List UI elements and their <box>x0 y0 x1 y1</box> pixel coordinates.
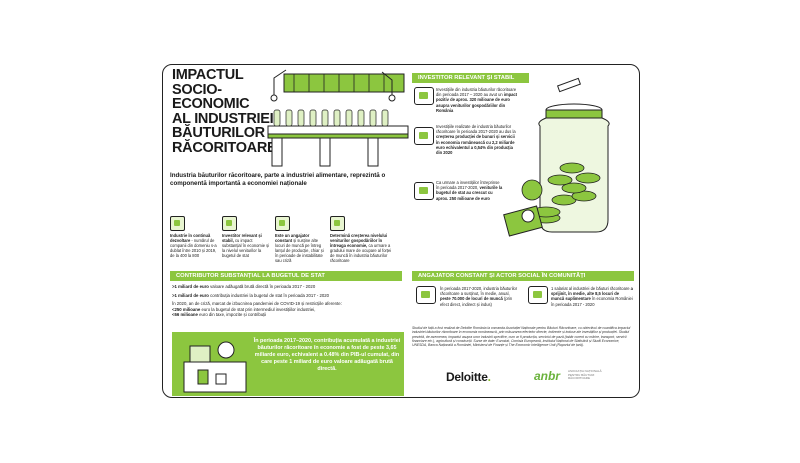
employer-text: În perioada 2017-2020, industria băuturi… <box>440 286 518 297</box>
house-money-icon <box>414 87 434 105</box>
feature-lead: Este un angajator constant <box>275 233 310 243</box>
feature-lead: Investitor relevant și stabil, <box>222 233 262 243</box>
title-line: RĂCORITOARE <box>172 139 277 156</box>
people-network-icon <box>528 286 548 304</box>
summary-text: În perioada 2017–2020, contribuția acumu… <box>253 338 401 372</box>
people-icon <box>275 216 290 231</box>
feature-growth: Industrie în continuă dezvoltare - număr… <box>170 216 220 258</box>
employer-item-2 <box>528 286 548 304</box>
employer-text: în economia României în perioada 2017 - … <box>551 296 633 307</box>
employer-bold: a sprijinit, în medie, alte 8,5 locuri d… <box>551 286 633 302</box>
investor-text: Ca urmare a investițiilor întreprinse în… <box>436 180 500 191</box>
employer-text: 1 salariat al industriei de băuturi răco… <box>551 286 631 291</box>
budget-section: >1 miliard de euro valoare adăugată brut… <box>172 284 402 318</box>
deloitte-logo: Deloitte. <box>446 370 491 384</box>
investor-item-1 <box>414 87 434 105</box>
feature-text: cu impact substanțial în economie și la … <box>222 238 270 258</box>
anbr-logo: anbr <box>534 369 561 383</box>
title-line: BĂUTURILOR <box>172 125 265 141</box>
employer-banner: ANGAJATOR CONSTANT ȘI ACTOR SOCIAL ÎN CO… <box>412 271 634 281</box>
investor-item-3 <box>414 182 434 200</box>
money-jar-illustration <box>503 77 610 237</box>
growth-icon <box>170 216 185 231</box>
budget-value: <250 milioane <box>172 306 201 312</box>
employer-text-1: În perioada 2017-2020, industria băuturi… <box>440 286 520 307</box>
title-line: AL INDUSTRIEI <box>172 110 274 127</box>
money-icon <box>222 216 237 231</box>
investor-bold: impact pozitiv de aprox. 320 milioane de… <box>436 92 518 113</box>
feature-employer: Este un angajator constant și susține al… <box>275 216 325 263</box>
factory-illustration <box>267 69 409 167</box>
budget-line-3: <250 milioane euro la bugetul de stat pr… <box>172 307 402 313</box>
factory-icon <box>414 127 434 145</box>
budget-text: valoare adăugată brută directă în perioa… <box>208 284 316 289</box>
budget-value: <66 milioane <box>172 312 198 318</box>
feature-text: și susține alte locuri de muncă pe între… <box>275 238 324 263</box>
feature-lead: Determină creșterea nivelului veniturilo… <box>330 233 388 248</box>
wallet-icon <box>330 216 345 231</box>
investor-bold: veniturile la bugetul de stat au crescut… <box>436 185 503 201</box>
budget-text: euro la bugetul de stat prin intermediul… <box>200 306 316 312</box>
investor-text: Investițiile din industria băuturilor ră… <box>436 87 517 98</box>
feature-text: ca urmare a gradului mare de ocupare al … <box>330 243 392 263</box>
title-line: IMPACTUL <box>172 67 244 83</box>
deloitte-dot: . <box>487 370 491 384</box>
employer-text-2: 1 salariat al industriei de băuturi răco… <box>551 286 633 307</box>
investor-text-1: Investițiile din industria băuturilor ră… <box>436 87 518 113</box>
coins-icon <box>414 182 434 200</box>
feature-investor: Investitor relevant și stabil, cu impact… <box>222 216 272 258</box>
budget-banner: CONTRIBUTOR SUBSTANȚIAL LA BUGETUL DE ST… <box>170 271 402 281</box>
deloitte-wordmark: Deloitte <box>446 370 488 384</box>
anbr-subtitle: ASOCIAȚIA NAȚIONALĂ PENTRU BĂUTURI RĂCOR… <box>568 369 602 381</box>
subtitle: Industria băuturilor răcoritoare, parte … <box>170 172 386 187</box>
feature-income: Determină creșterea nivelului veniturilo… <box>330 216 392 263</box>
budget-text: euro din taxe, impozite și contribuții <box>197 312 267 318</box>
office-illustration <box>183 341 247 393</box>
budget-text: contribuția industriei la bugetul de sta… <box>208 292 330 298</box>
budget-value: >1 miliard de euro <box>172 292 209 298</box>
employer-bold: peste 70.000 de locuri de muncă <box>440 296 503 302</box>
investor-bold: creșterea producției de bunuri și servic… <box>436 134 515 156</box>
employer-text: (prin efect direct, indirect și indus) <box>440 296 513 307</box>
investor-text-3: Ca urmare a investițiilor întreprinse în… <box>436 180 504 201</box>
budget-line-4: <66 milioane euro din taxe, impozite și … <box>172 312 402 318</box>
investor-text-2: Investițiile realizate de industria băut… <box>436 124 518 155</box>
page-title: IMPACTUL SOCIO-ECONOMIC AL INDUSTRIEI BĂ… <box>172 68 292 155</box>
feature-lead: Industrie în continuă dezvoltare <box>170 233 211 243</box>
investor-text: Investițiile realizate de industria băut… <box>436 124 516 135</box>
budget-line-1: >1 miliard de euro valoare adăugată brut… <box>172 284 402 290</box>
briefcase-icon <box>416 286 436 304</box>
budget-line-2: >1 miliard de euro contribuția industrie… <box>172 293 402 299</box>
investor-banner: INVESTITOR RELEVANT ȘI STABIL <box>412 73 529 83</box>
study-note: Studiul de față a fost realizat de Deloi… <box>412 326 631 348</box>
feature-text: - numărul de companii din domeniu s-a du… <box>170 238 217 258</box>
budget-value: >1 miliard de euro <box>172 284 209 289</box>
employer-item-1 <box>416 286 436 304</box>
budget-para: În 2020, an de criză, marcat de izbucnir… <box>172 301 342 307</box>
title-line: SOCIO-ECONOMIC <box>172 81 250 112</box>
investor-item-2 <box>414 127 434 145</box>
